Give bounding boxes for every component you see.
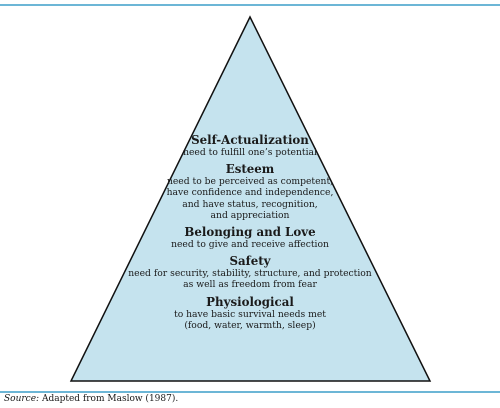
level-title: Esteem (225, 162, 275, 177)
level-title: Self-Actualization (191, 133, 309, 147)
level-description: to have basic survival needs met (174, 308, 326, 320)
level-description: (food, water, warmth, sleep) (184, 319, 316, 331)
level-self-actualization: Self-Actualization need to fulfill one’s… (100, 133, 400, 158)
level-title: Physiological (206, 294, 294, 309)
source-note: Source: Adapted from Maslow (1987). (4, 394, 178, 404)
level-description: need to give and receive affection (171, 239, 329, 251)
level-description: as well as freedom from fear (183, 279, 317, 291)
level-safety: Safety need for security, stability, str… (100, 254, 400, 290)
source-text: Adapted from Maslow (1987). (41, 394, 179, 404)
level-description: and have status, recognition, (182, 198, 318, 210)
level-title: Belonging and Love (184, 225, 316, 240)
level-description: need for security, stability, structure,… (128, 268, 372, 280)
level-esteem: Esteem need to be perceived as competent… (100, 162, 400, 221)
top-rule (0, 4, 500, 6)
level-title: Safety (229, 254, 271, 269)
level-description: have confidence and independence, (166, 187, 334, 199)
level-description: need to fulfill one’s potential (183, 147, 317, 158)
pyramid-levels: Self-Actualization need to fulfill one’s… (100, 133, 400, 331)
bottom-rule (0, 391, 500, 393)
level-physiological: Physiological to have basic survival nee… (100, 295, 400, 331)
level-belonging-and-love: Belonging and Love need to give and rece… (100, 225, 400, 250)
level-description: need to be perceived as competent, (166, 176, 334, 188)
level-description: and appreciation (210, 209, 290, 221)
pyramid-shape (69, 15, 432, 382)
source-label: Source: (4, 394, 40, 404)
